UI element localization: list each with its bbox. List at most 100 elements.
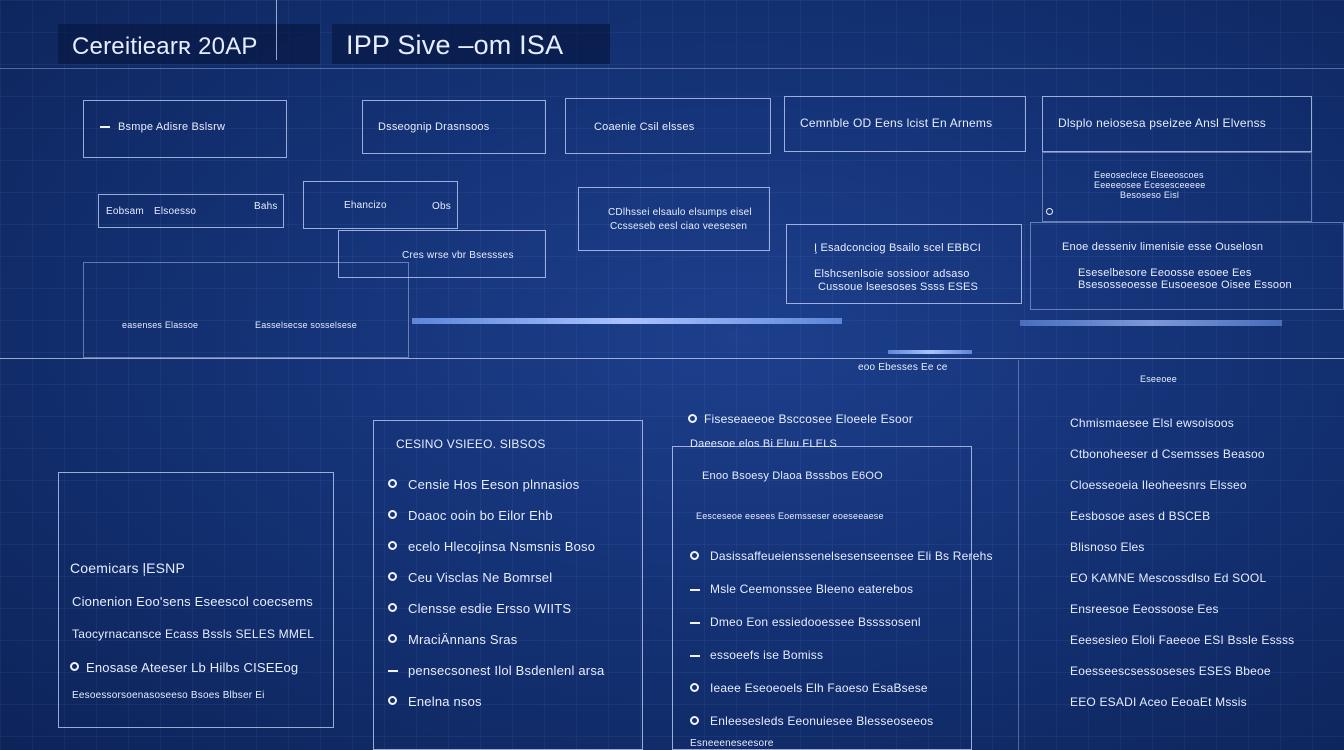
- row2-box-d[interactable]: [578, 187, 770, 251]
- far-right-item: Eeesesieo Eloli Faeeoe ESI Bssle Essss: [1070, 633, 1295, 647]
- radio-icon[interactable]: [388, 696, 397, 705]
- mid-right-box[interactable]: [786, 224, 1022, 304]
- dash-marker: [690, 589, 700, 591]
- progress-bar: [888, 350, 972, 354]
- center-panel-item: Enelna nsos: [408, 694, 482, 709]
- top-box-5-detail-3: Besoseso Eisl: [1120, 190, 1180, 200]
- top-box-5-detail-1: Eeeoseclece Elseeoscoes: [1094, 170, 1204, 180]
- mid-right-line2: Cussoue lseesoses Ssss ESES: [818, 281, 979, 293]
- divider: [0, 68, 1344, 69]
- row2-box-c[interactable]: [338, 230, 546, 278]
- strip-left-label: easenses Elassoe: [122, 320, 199, 330]
- radio-icon[interactable]: [688, 414, 697, 423]
- bottom-label: Esneeeneseesore: [690, 738, 774, 749]
- far-right-line1: Eseselbesore Eeoosse esoee Ees: [1078, 267, 1252, 279]
- mid-right-title: I̧ Esadconciog Bsailo scel EBBCI: [814, 242, 981, 254]
- right-panel-item: Dasissaffeueienssenelsesenseensee Eli Bs…: [710, 549, 993, 563]
- dash-marker: [690, 622, 700, 624]
- center-panel-item: Censie Hos Eeson plnnasios: [408, 477, 580, 492]
- left-panel-radio-line: Enosase Ateeser Lb Hilbs CISEEog: [86, 660, 299, 675]
- right-panel-top4: Eesceseoe eesees Eoemsseser eoeseeaese: [696, 511, 884, 521]
- left-panel-line2: Taocyrnacansce Ecass Bssls SELES MMEL: [72, 627, 315, 641]
- row2-d-line1: CDlhssei elsaulo elsumps eisel: [608, 207, 752, 218]
- far-right-line2: Bsesosseoesse Eusoeesoe Oisee Essoon: [1078, 279, 1292, 291]
- far-right-item: Ensreesoe Eeossoose Ees: [1070, 602, 1219, 616]
- right-panel-item: Dmeo Eon essiedooessee Bssssosenl: [710, 615, 921, 629]
- row2-a-right: Bahs: [254, 201, 278, 212]
- row2-a-label: Eobsam: [106, 206, 144, 217]
- far-right-item: Blisnoso Eles: [1070, 540, 1145, 554]
- radio-icon[interactable]: [690, 716, 699, 725]
- center-panel-item: Ceu Visclas Ne Bomrsel: [408, 570, 553, 585]
- far-right-title: Enoe desseniv limenisie esse Ouselosn: [1062, 241, 1264, 253]
- far-right-item: Cloesseoeia Ileoheesnrs Elsseo: [1070, 478, 1247, 492]
- row2-a-value: Elsoesso: [154, 206, 197, 217]
- row2-b-right: Obs: [432, 201, 451, 212]
- center-panel-item: pensecsonest Ilol Bsdenlenl arsa: [408, 663, 605, 678]
- header-left-title: Cereitiearʀ 20AP: [72, 33, 258, 60]
- left-panel[interactable]: [58, 472, 334, 728]
- dash-marker: [690, 655, 700, 657]
- row2-d-line2: Ccsseseb eesl ciao veesesen: [610, 221, 748, 232]
- center-panel-item: Clensse esdie Ersso WIITS: [408, 601, 572, 616]
- progress-bar: [1020, 320, 1282, 326]
- radio-icon[interactable]: [388, 603, 397, 612]
- left-panel-foot: Eesoessorsoenasoseeso Bsoes Blbser Ei: [72, 690, 265, 701]
- dash-marker: [388, 670, 398, 672]
- dash-marker: [100, 126, 110, 128]
- progress-bar: [412, 318, 842, 324]
- top-box-5[interactable]: [1042, 96, 1312, 152]
- right-panel-top3: Enoo Bsoesy Dlaoa Bsssbos E6OO: [702, 470, 883, 482]
- top-box-1[interactable]: [83, 100, 287, 158]
- strip-right2-label: Eseeoee: [1140, 374, 1177, 384]
- left-block: [83, 262, 409, 358]
- row2-b-label: Ehancizo: [344, 200, 387, 211]
- strip-right-label: eoo Ebesses Ee ce: [858, 362, 948, 373]
- row2-box-b[interactable]: [303, 181, 458, 229]
- top-box-1-label: Bsmpe Adisre Bslsrw: [118, 121, 226, 133]
- far-right-item: Ctbonoheeser d Csemsses Beasoo: [1070, 447, 1265, 461]
- right-panel-top2: Daeesoe elos Bi Eluu FLELS: [690, 438, 838, 450]
- top-box-3[interactable]: [565, 98, 771, 154]
- center-panel-item: Doaoc ooin bo Eilor Ehb: [408, 508, 553, 523]
- top-box-5-detail-2: Eeeeeosee Ecesesceeeee: [1094, 180, 1206, 190]
- divider: [0, 358, 1344, 359]
- left-panel-title: Coemicars ļESNP: [70, 560, 186, 576]
- center-panel-item: ecelo Hlecojinsa Nsmsnis Boso: [408, 539, 596, 554]
- top-box-3-label: Coaenie Csil elsses: [594, 121, 695, 133]
- radio-icon[interactable]: [388, 479, 397, 488]
- right-panel-top1: Fiseseaeeoe Bsccosee Eloeele Esoor: [704, 412, 913, 426]
- right-panel-item: Ieaee Eseoeoels Elh Faoeso EsaBsese: [710, 681, 928, 695]
- far-right-box[interactable]: [1030, 222, 1344, 310]
- top-box-4[interactable]: [784, 96, 1026, 152]
- radio-icon[interactable]: [690, 683, 699, 692]
- right-panel-item: Msle Ceemonssee Bleeno eaterebos: [710, 582, 914, 596]
- left-panel-line1: Cionenion Eoo'sens Eseescol coecsems: [72, 594, 313, 609]
- far-right-item: EO KAMNE Mescossdlso Ed SOOL: [1070, 571, 1267, 585]
- row2-box-a[interactable]: [98, 194, 284, 228]
- mid-right-line1: Elshcsenlsoie sossioor adsaso: [814, 268, 970, 280]
- radio-icon[interactable]: [70, 662, 79, 671]
- header-right-panel: [332, 24, 610, 64]
- center-panel-item: MraciÄnnans Sras: [408, 632, 518, 647]
- right-panel-item: Enleesesleds Eeonuiesee Blesseoseeos: [710, 714, 934, 728]
- radio-icon[interactable]: [388, 572, 397, 581]
- right-panel-item: essoeefs ise Bomiss: [710, 648, 824, 662]
- top-box-2[interactable]: [362, 100, 546, 154]
- far-right-item: Eesbosoe ases d BSCEB: [1070, 509, 1211, 523]
- center-panel-title: CESINO VSIEEO. SIBSOS: [396, 437, 546, 451]
- radio-icon[interactable]: [388, 634, 397, 643]
- far-right-item: EEO ESADI Aceo EeoaEt Mssis: [1070, 695, 1247, 709]
- radio-icon[interactable]: [388, 541, 397, 550]
- corner-marker-icon: [1046, 208, 1053, 215]
- top-box-5-label: Dlsplo neiosesa pseizee Ansl Elvenss: [1058, 116, 1266, 130]
- far-right-item: Chmismaesee Elsl ewsoisoos: [1070, 416, 1234, 430]
- radio-icon[interactable]: [690, 551, 699, 560]
- top-box-5-detail: [1042, 152, 1312, 222]
- strip-mid-label: Easselsecse sosselsese: [255, 320, 357, 330]
- right-panel[interactable]: [672, 446, 972, 750]
- radio-icon[interactable]: [388, 510, 397, 519]
- header-right-title: IPP Sive –оm ISA: [346, 30, 564, 60]
- divider: [276, 0, 277, 60]
- top-box-2-label: Dsseognip Drasnsoos: [378, 121, 490, 133]
